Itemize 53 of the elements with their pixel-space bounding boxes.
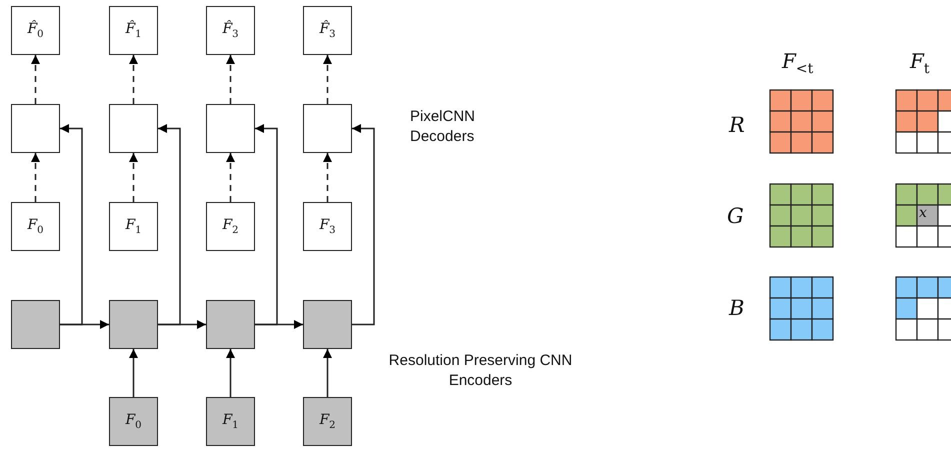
block-box bbox=[109, 104, 158, 153]
block-box bbox=[109, 300, 158, 349]
feature-box bbox=[109, 6, 158, 55]
math-label: R bbox=[729, 112, 745, 139]
block-box bbox=[206, 104, 255, 153]
feature-box bbox=[303, 202, 352, 251]
feature-box bbox=[206, 202, 255, 251]
arrow bbox=[129, 349, 138, 397]
math-label: x bbox=[919, 204, 927, 222]
feature-box bbox=[303, 397, 352, 446]
feature-label: F$_{0}$ bbox=[27, 217, 44, 236]
block-box bbox=[303, 104, 352, 153]
feature-box bbox=[109, 397, 158, 446]
arrow bbox=[352, 124, 375, 326]
feature-label: F̂$_{3}$ bbox=[319, 21, 336, 40]
feature-label: F$_{1}$ bbox=[125, 217, 142, 236]
feature-label: F̂$_{0}$ bbox=[27, 21, 44, 40]
math-label: G bbox=[727, 203, 744, 230]
feature-label: F$_{0}$ bbox=[125, 412, 142, 431]
feature-label: F$_{3}$ bbox=[319, 217, 336, 236]
feature-box bbox=[109, 202, 158, 251]
feature-box bbox=[206, 6, 255, 55]
block-box bbox=[206, 300, 255, 349]
feature-label: F$_{2}$ bbox=[319, 412, 336, 431]
caption-text: PixelCNN Decoders bbox=[410, 107, 476, 146]
arrow bbox=[158, 124, 181, 326]
arrow bbox=[129, 153, 138, 202]
arrow bbox=[31, 55, 40, 104]
feature-box bbox=[303, 6, 352, 55]
feature-box bbox=[11, 6, 60, 55]
arrow bbox=[226, 349, 235, 397]
feature-label: F̂$_{1}$ bbox=[125, 21, 142, 40]
arrow bbox=[129, 55, 138, 104]
arrow bbox=[323, 349, 332, 397]
math-label: F$_{t}$ bbox=[910, 48, 930, 78]
block-box bbox=[11, 104, 60, 153]
feature-label: F$_{2}$ bbox=[222, 217, 239, 236]
arrow bbox=[255, 124, 278, 326]
feature-label: F$_{1}$ bbox=[222, 412, 239, 431]
block-box bbox=[303, 300, 352, 349]
arrow bbox=[323, 55, 332, 104]
arrow bbox=[60, 124, 83, 326]
arrow bbox=[226, 153, 235, 202]
block-box bbox=[11, 300, 60, 349]
feature-box bbox=[11, 202, 60, 251]
arrow bbox=[323, 153, 332, 202]
math-label: B bbox=[729, 295, 744, 322]
arrow bbox=[31, 153, 40, 202]
caption-text: Resolution Preserving CNN Encoders bbox=[388, 351, 573, 390]
math-label: F$_{<t}$ bbox=[782, 48, 814, 78]
arrow bbox=[226, 55, 235, 104]
feature-box bbox=[206, 397, 255, 446]
feature-label: F̂$_{3}$ bbox=[222, 21, 239, 40]
